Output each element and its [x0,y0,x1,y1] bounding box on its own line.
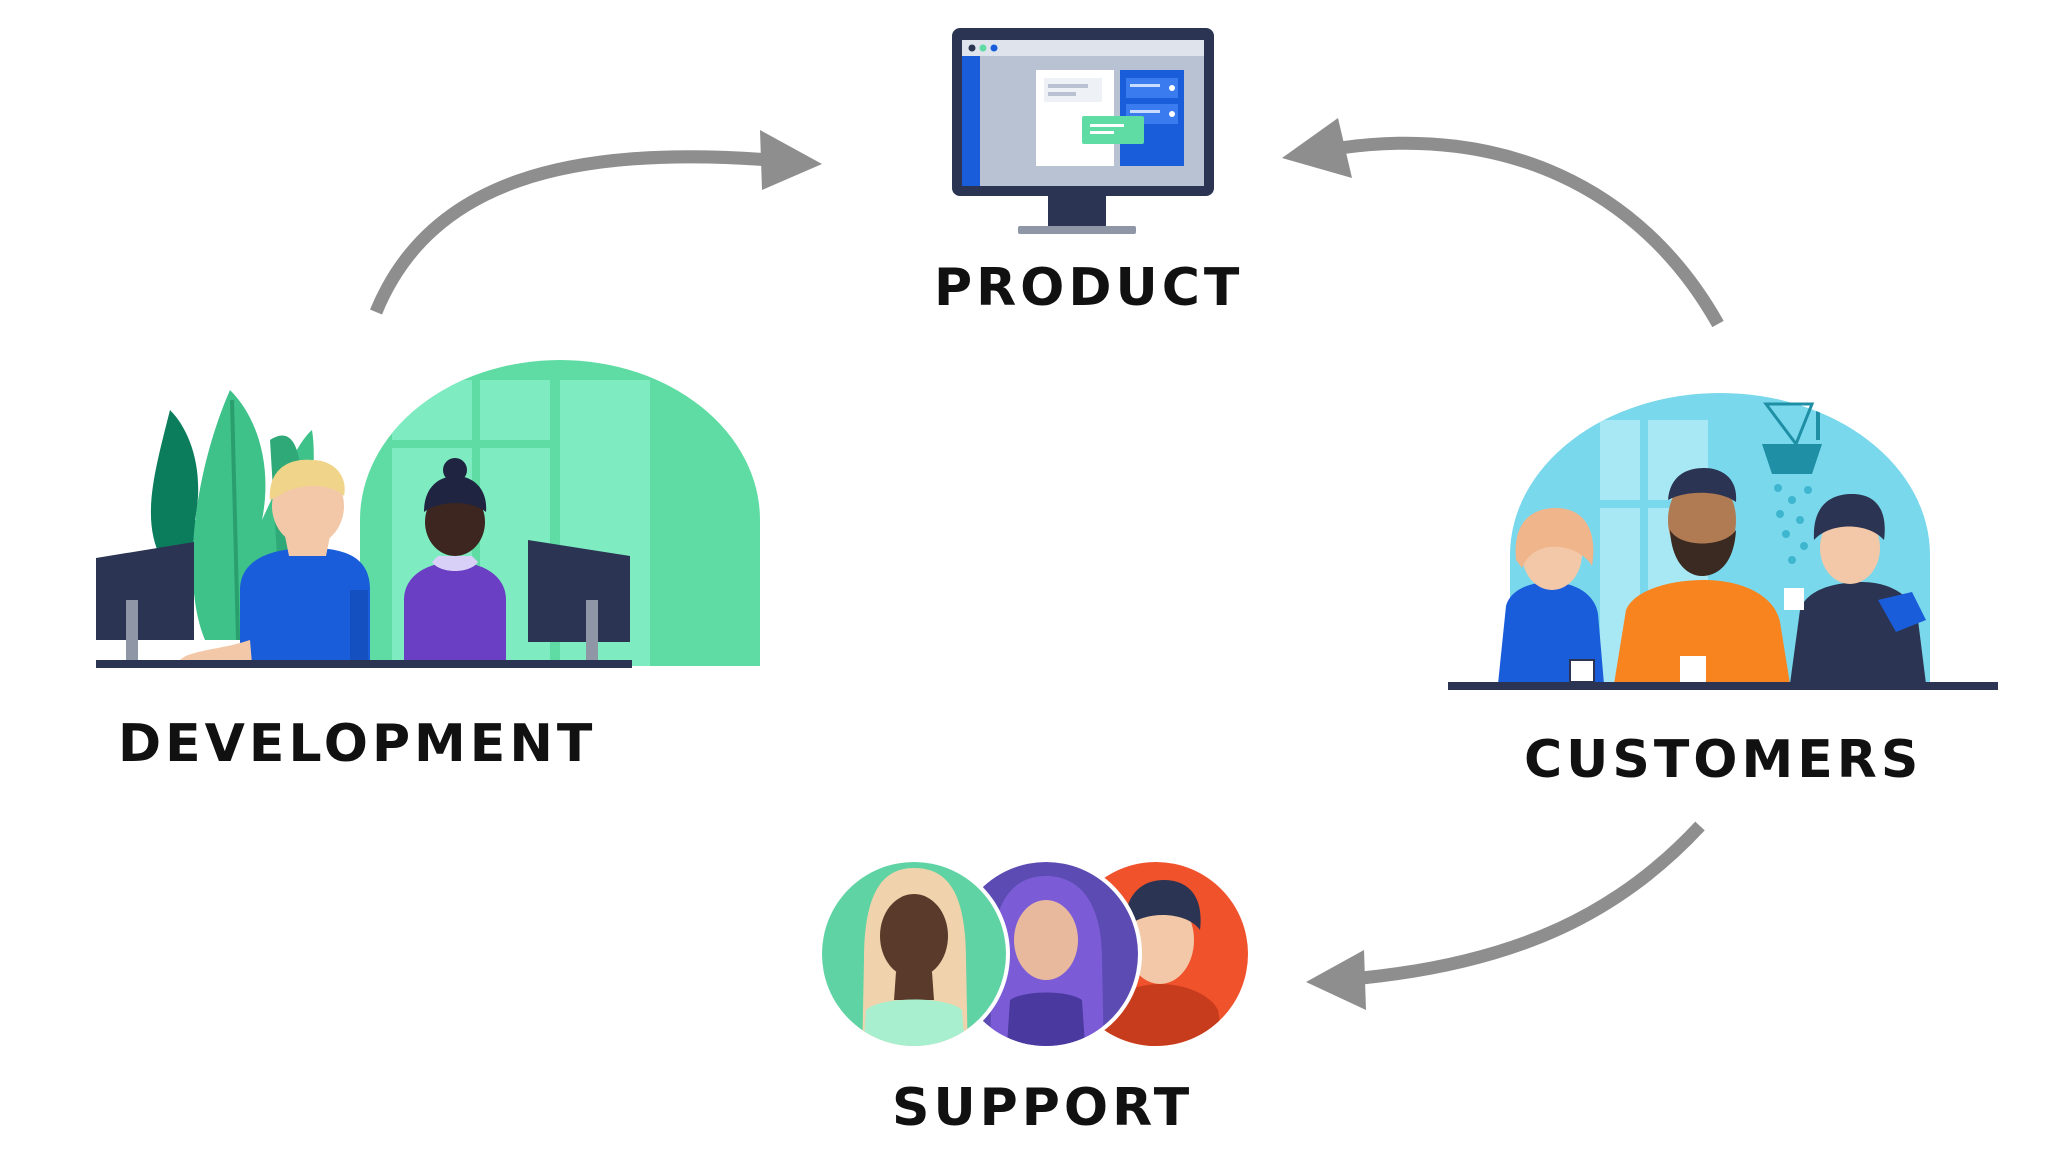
customers-illustration [1448,393,1998,690]
developers-illustration [96,360,760,668]
support-avatars-illustration [818,858,1252,1050]
support-avatar-1 [818,858,1010,1050]
node-label-customers: CUSTOMERS [1524,730,1923,790]
node-label-product: PRODUCT [934,258,1244,318]
arrow-customers-to-support [1306,821,1705,1010]
node-label-support: SUPPORT [892,1078,1194,1138]
arrow-customers-to-product [1282,118,1724,328]
arrow-development-to-product [369,130,822,315]
monitor-icon [952,28,1214,234]
node-label-development: DEVELOPMENT [118,714,597,774]
